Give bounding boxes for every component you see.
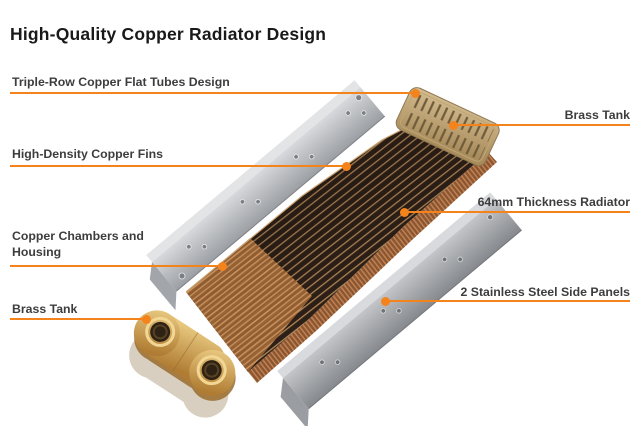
tank-port [196,355,227,386]
callout-label: 64mm Thickness Radiator [477,195,630,209]
brass-tank-block [129,310,236,418]
callout-leader-line [381,296,630,306]
callout-label: Brass Tank [564,108,630,122]
callout-leader-line [10,161,351,171]
callout-label: 2 Stainless Steel Side Panels [460,285,630,299]
callout-label: Triple-Row Copper Flat Tubes Design [12,75,230,89]
tank-port [145,316,176,347]
callout-leader-line [10,314,151,324]
callout-leader-line [10,261,227,271]
side-panel-right [277,192,522,426]
callout-label: Brass Tank [12,302,78,316]
callout-label: High-Density Copper Fins [12,147,163,161]
side-panel-left [146,80,386,311]
page-title: High-Quality Copper Radiator Design [10,24,327,44]
brass-tank-plate [395,87,500,166]
copper-fin-front-face [248,152,497,383]
callout-leader-line [10,88,420,98]
callout-label: Copper Chambers and Housing [12,229,144,260]
callout-leader-line [400,207,630,217]
callout-leader-line [449,120,630,130]
copper-chamber-end [186,238,312,372]
copper-radiator-core [185,105,497,383]
